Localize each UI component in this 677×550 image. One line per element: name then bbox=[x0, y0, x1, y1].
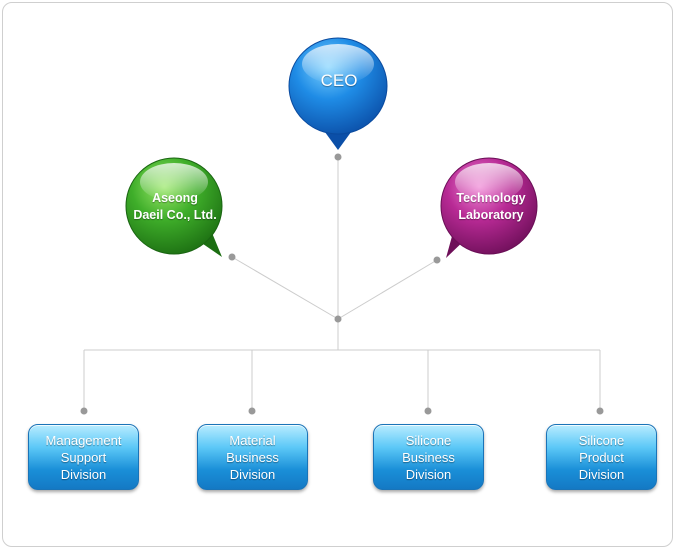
connector-dot bbox=[334, 153, 342, 161]
tech-link-line bbox=[337, 259, 438, 320]
division-label: Silicone Product Division bbox=[578, 432, 625, 482]
aseong-label: Aseong Daeil Co., Ltd. bbox=[133, 191, 217, 222]
division-label: Material Business Division bbox=[226, 432, 279, 482]
division-material-business: Material Business Division bbox=[197, 424, 308, 490]
division-silicone-product: Silicone Product Division bbox=[546, 424, 657, 490]
connector-dot bbox=[596, 407, 604, 415]
ceo-bubble bbox=[288, 37, 388, 150]
connector-dot bbox=[433, 256, 441, 264]
connector-dot bbox=[334, 315, 342, 323]
division-silicone-business: Silicone Business Division bbox=[373, 424, 484, 490]
connector-dot bbox=[248, 407, 256, 415]
aseong-link-line bbox=[231, 256, 339, 320]
division-label: Silicone Business Division bbox=[402, 432, 455, 482]
connector-dot bbox=[228, 253, 236, 261]
ceo-label: CEO bbox=[320, 71, 358, 90]
division-management-support: Management Support Division bbox=[28, 424, 139, 490]
division-label: Management Support Division bbox=[45, 432, 122, 482]
connector-dot bbox=[424, 407, 432, 415]
connector-dot bbox=[80, 407, 88, 415]
aseong-bubble bbox=[125, 157, 223, 257]
tech-bubble bbox=[440, 157, 538, 258]
tech-label: Technology Laboratory bbox=[456, 191, 526, 222]
